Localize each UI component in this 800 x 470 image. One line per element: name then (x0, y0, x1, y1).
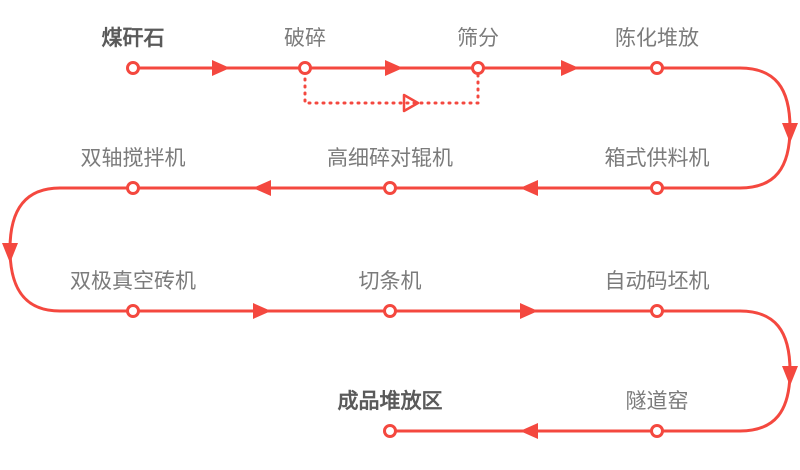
node-label-shuangjizhenkongzhuanji: 双极真空砖机 (70, 269, 196, 293)
node-circle-shuangjizhenkongzhuanji[interactable] (126, 304, 140, 318)
feedback-loop-line (303, 66, 480, 105)
u-turn-right-row1-row2 (738, 66, 792, 190)
node-label-shaifen: 筛分 (457, 26, 499, 50)
node-circle-xiangshigongliaoji[interactable] (650, 181, 664, 195)
row1-arrow-1-icon (212, 60, 230, 76)
row3-arrow-1-icon (253, 303, 271, 319)
node-label-xiangshigongliaoji: 箱式供料机 (604, 146, 710, 170)
node-label-chenhuaduifang: 陈化堆放 (615, 26, 699, 50)
u-turn-right-row3-row4-arrow-icon (782, 366, 798, 386)
node-circle-zidongmapeiji[interactable] (650, 304, 664, 318)
row2-arrow-2-icon (253, 180, 271, 196)
node-circle-suidaoyao[interactable] (650, 424, 664, 438)
row3-arrow-2-icon (520, 303, 538, 319)
node-label-posui: 破碎 (284, 26, 326, 50)
node-circle-gaoxisuiduigunji[interactable] (383, 181, 397, 195)
node-circle-shuangzhoujiaobanji[interactable] (126, 181, 140, 195)
node-circle-chenhuaduifang[interactable] (650, 61, 664, 75)
u-turn-right-row3-row4 (738, 309, 792, 433)
node-label-chengpinduifangqu: 成品堆放区 (337, 389, 443, 413)
node-label-suidaoyao: 隧道窑 (625, 389, 689, 413)
node-circle-chengpinduifangqu[interactable] (383, 424, 397, 438)
u-turn-left-row2-row3-arrow-icon (2, 243, 18, 263)
feedback-loop-arrow-icon (402, 93, 420, 113)
node-label-zidongmapeiji: 自动码坯机 (604, 269, 710, 293)
u-turn-right-row1-row2-arrow-icon (782, 123, 798, 143)
node-label-qietiaoji: 切条机 (358, 269, 422, 293)
u-turn-left-row2-row3 (8, 186, 62, 313)
node-circle-shaifen[interactable] (471, 61, 485, 75)
node-label-meiganshi: 煤矸石 (101, 26, 165, 50)
node-circle-posui[interactable] (298, 61, 312, 75)
node-circle-meiganshi[interactable] (126, 61, 140, 75)
node-label-gaoxisuiduigunji: 高细碎对辊机 (327, 146, 453, 170)
row1-arrow-3-icon (561, 60, 579, 76)
row1-arrow-2-icon (385, 60, 403, 76)
node-label-shuangzhoujiaobanji: 双轴搅拌机 (80, 146, 186, 170)
node-circle-qietiaoji[interactable] (383, 304, 397, 318)
row4-arrow-1-icon (520, 423, 538, 439)
row2-arrow-1-icon (520, 180, 538, 196)
